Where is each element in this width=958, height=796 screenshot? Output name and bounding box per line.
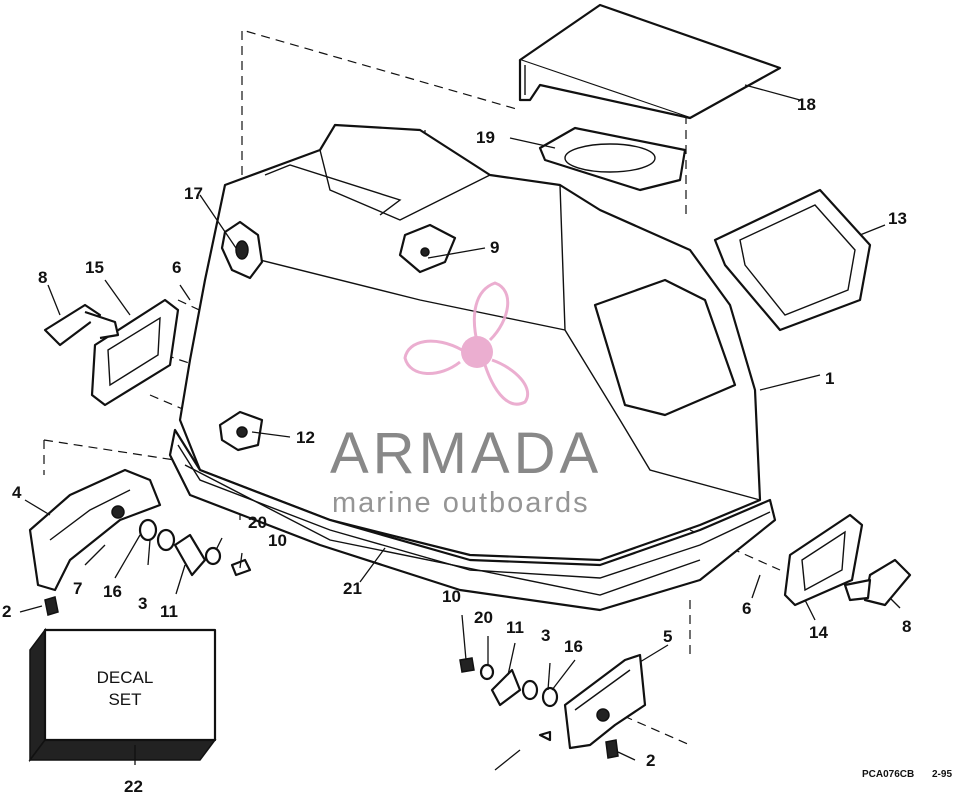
callout-8-left: 8	[38, 268, 47, 287]
callout-13: 13	[888, 209, 907, 228]
callout-16-left: 16	[103, 582, 122, 601]
armada-watermark: ARMADA marine outboards	[330, 281, 602, 519]
part-15-gasket-plate	[90, 298, 180, 407]
callout-9: 9	[490, 238, 499, 257]
drawing-code: PCA076CB	[862, 769, 914, 780]
leader-lines	[19, 84, 901, 771]
part-17-knob	[220, 220, 264, 280]
drawing-date: 2-95	[932, 769, 952, 780]
callout-10-left: 10	[268, 531, 287, 550]
callout-22: 22	[124, 777, 143, 796]
callout-12: 12	[296, 428, 315, 447]
part-8-handle-right	[843, 558, 912, 607]
callout-10-right: 10	[442, 587, 461, 606]
callout-20-left: 20	[248, 513, 267, 532]
callout-18: 18	[797, 95, 816, 114]
callout-7-left: 7	[73, 579, 82, 598]
callout-11-left: 11	[160, 602, 178, 621]
washers-left	[44, 518, 252, 616]
callout-11-right: 11	[506, 618, 524, 637]
callout-14: 14	[809, 623, 828, 642]
hardware-right	[459, 657, 619, 759]
part-13-window-frame	[713, 188, 872, 332]
part-1-motor-cover	[168, 123, 777, 612]
callout-2-right: 2	[646, 751, 655, 770]
callout-17: 17	[184, 184, 203, 203]
callout-8-right: 8	[902, 617, 911, 636]
propeller-icon	[403, 281, 530, 406]
part-12-latch	[218, 410, 264, 452]
callout-3-left: 3	[138, 594, 147, 613]
callout-6-right: 6	[742, 599, 751, 618]
callout-16-right: 16	[564, 637, 583, 656]
callout-19: 19	[476, 128, 495, 147]
callout-3-right: 3	[541, 626, 550, 645]
part-8-handle-left	[43, 303, 120, 347]
part-18-top-cover	[518, 3, 782, 120]
part-4-bracket-left	[28, 468, 162, 592]
part-9-bracket	[398, 223, 457, 274]
callout-20-right: 20	[474, 608, 493, 627]
callout-2-left: 2	[2, 602, 11, 621]
part-14-gasket-plate	[783, 513, 864, 607]
decal-label-line2: SET	[108, 690, 141, 709]
part-11-plate-left	[173, 533, 207, 577]
callout-6-left: 6	[172, 258, 181, 277]
part-5-bracket-right	[563, 653, 647, 750]
part-22-decal-set: DECAL SET	[28, 627, 217, 763]
decal-label-line1: DECAL	[97, 668, 154, 687]
callout-21: 21	[343, 579, 362, 598]
callout-5: 5	[663, 627, 672, 646]
callout-1: 1	[825, 369, 834, 388]
callout-labels: 1 2 2 3 3 4 5 6 6 7 8 8 9 10 10 11 11 12…	[2, 95, 911, 796]
watermark-brand: ARMADA	[330, 421, 602, 486]
watermark-tagline: marine outboards	[332, 487, 590, 519]
part-19-gasket	[538, 126, 687, 192]
callout-15: 15	[85, 258, 104, 277]
callout-4: 4	[12, 483, 22, 502]
